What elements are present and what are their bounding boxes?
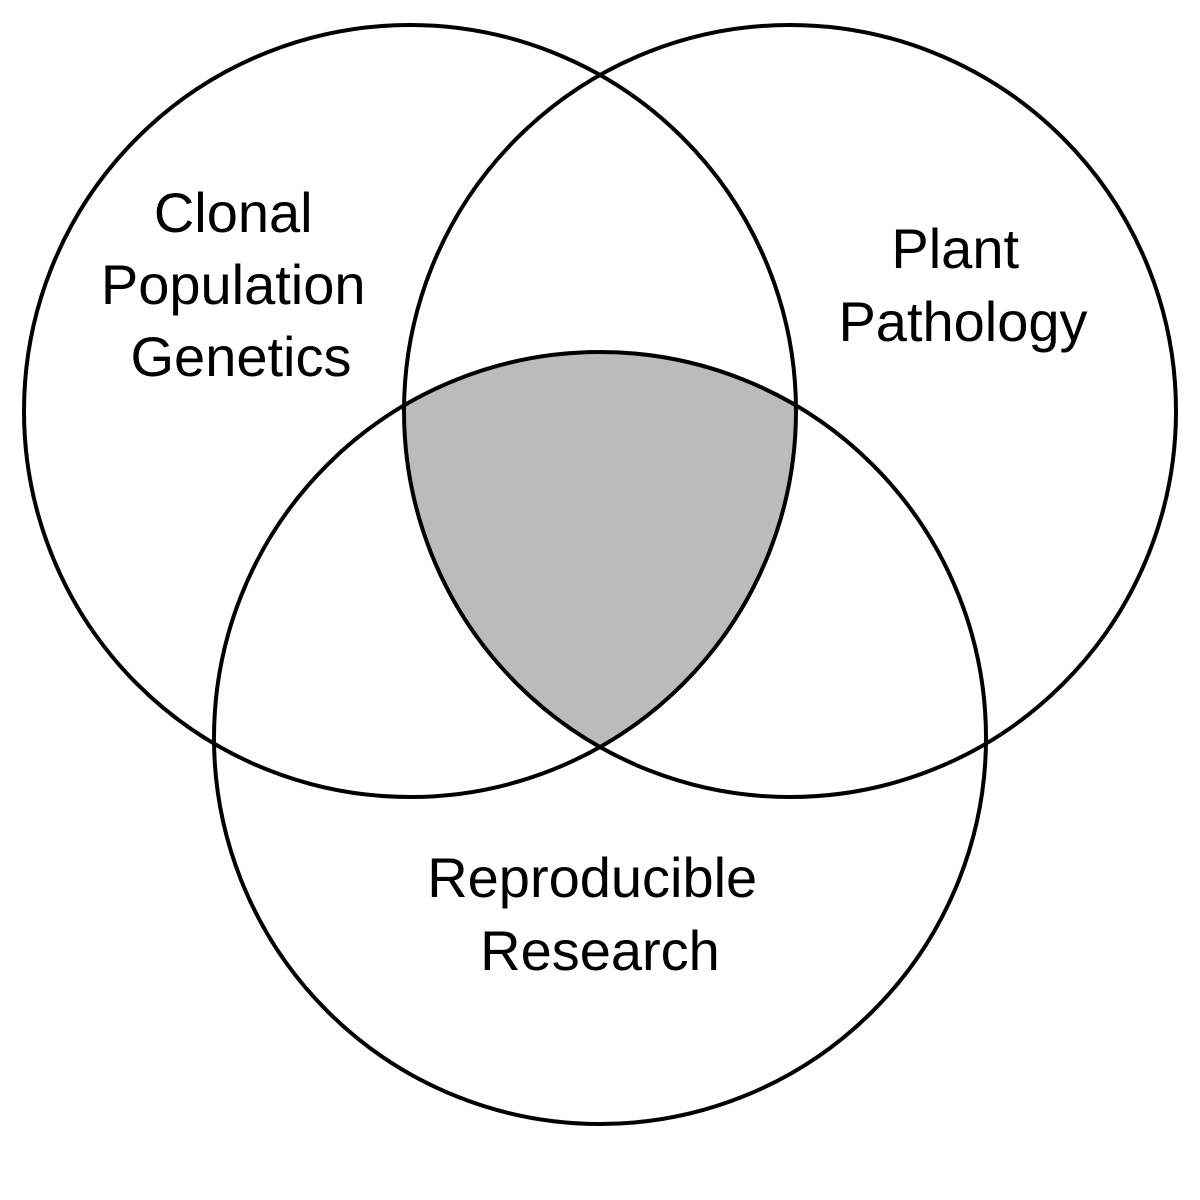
label-line: Population — [101, 253, 366, 316]
label-line: Research — [480, 919, 720, 982]
triple-intersection-region — [404, 352, 796, 797]
label-line: Clonal — [154, 181, 313, 244]
circle-clonal-population-genetics — [22, 23, 798, 799]
label-reproducible-research: Reproducible Research — [427, 846, 773, 982]
label-clonal-population-genetics: Clonal Population Genetics — [101, 181, 381, 388]
circle-reproducible-research — [212, 350, 988, 1126]
label-line: Reproducible — [427, 846, 757, 909]
label-line: Pathology — [838, 290, 1087, 353]
circle-plant-pathology — [402, 23, 1178, 799]
triple-intersection-group — [404, 352, 796, 797]
label-line: Genetics — [131, 325, 352, 388]
label-line: Plant — [891, 217, 1019, 280]
label-plant-pathology: Plant Pathology — [838, 217, 1087, 353]
